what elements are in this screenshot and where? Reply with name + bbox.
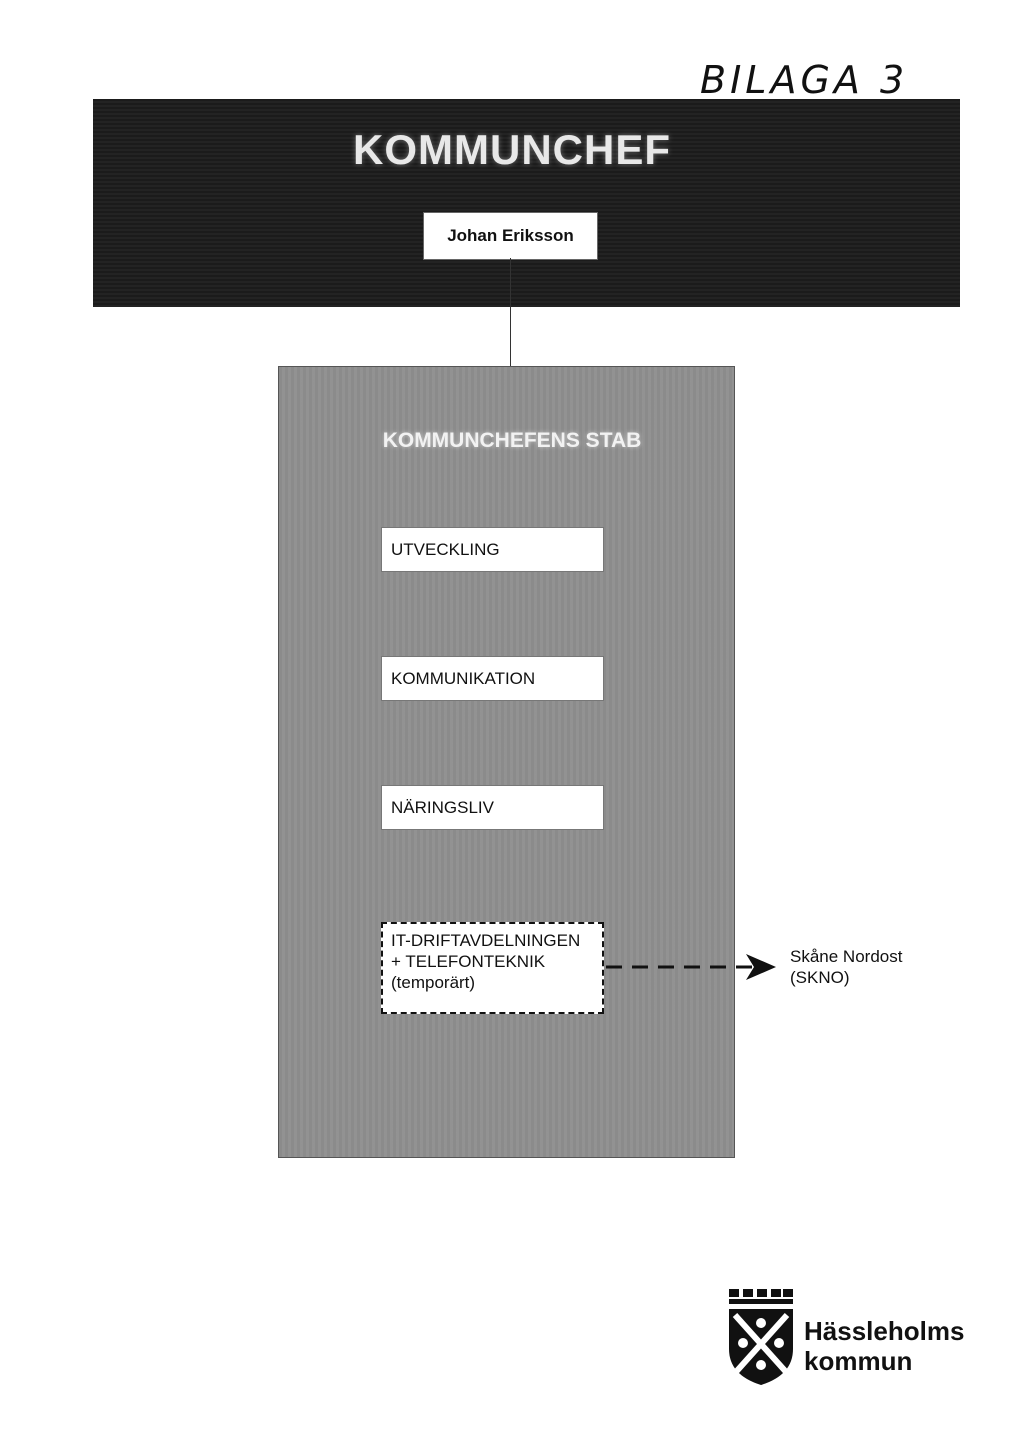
coat-of-arms-icon xyxy=(729,1289,793,1385)
municipality-logo-text: Hässleholms kommun xyxy=(804,1316,964,1376)
external-line-1: Skåne Nordost xyxy=(790,947,903,966)
dashed-arrow-to-skno xyxy=(606,954,776,980)
unit-kommunikation: KOMMUNIKATION xyxy=(381,656,604,701)
external-line-2: (SKNO) xyxy=(790,968,850,987)
annotation-bilaga: BILAGA 3 xyxy=(700,58,909,102)
staff-title: KOMMUNCHEFENS STAB xyxy=(382,429,642,452)
chief-name-box: Johan Eriksson xyxy=(423,212,598,260)
external-label: Skåne Nordost (SKNO) xyxy=(790,946,902,988)
logo-line-2: kommun xyxy=(804,1346,913,1376)
logo-line-1: Hässleholms xyxy=(804,1316,965,1346)
unit-it-drift: IT-DRIFTAVDELNINGEN + TELEFONTEKNIK (tem… xyxy=(381,922,604,1014)
unit-utveckling: UTVECKLING xyxy=(381,527,604,572)
it-unit-line-3: (temporärt) xyxy=(391,973,476,992)
it-unit-line-2: + TELEFONTEKNIK xyxy=(391,952,546,971)
arrowhead-icon xyxy=(746,954,776,980)
staff-panel xyxy=(278,366,735,1158)
it-unit-line-1: IT-DRIFTAVDELNINGEN xyxy=(391,931,581,950)
chief-to-staff-connector xyxy=(510,258,511,367)
chief-header-band xyxy=(93,99,960,307)
chief-title: KOMMUNCHEF xyxy=(353,126,671,173)
unit-naringsliv: NÄRINGSLIV xyxy=(381,785,604,830)
